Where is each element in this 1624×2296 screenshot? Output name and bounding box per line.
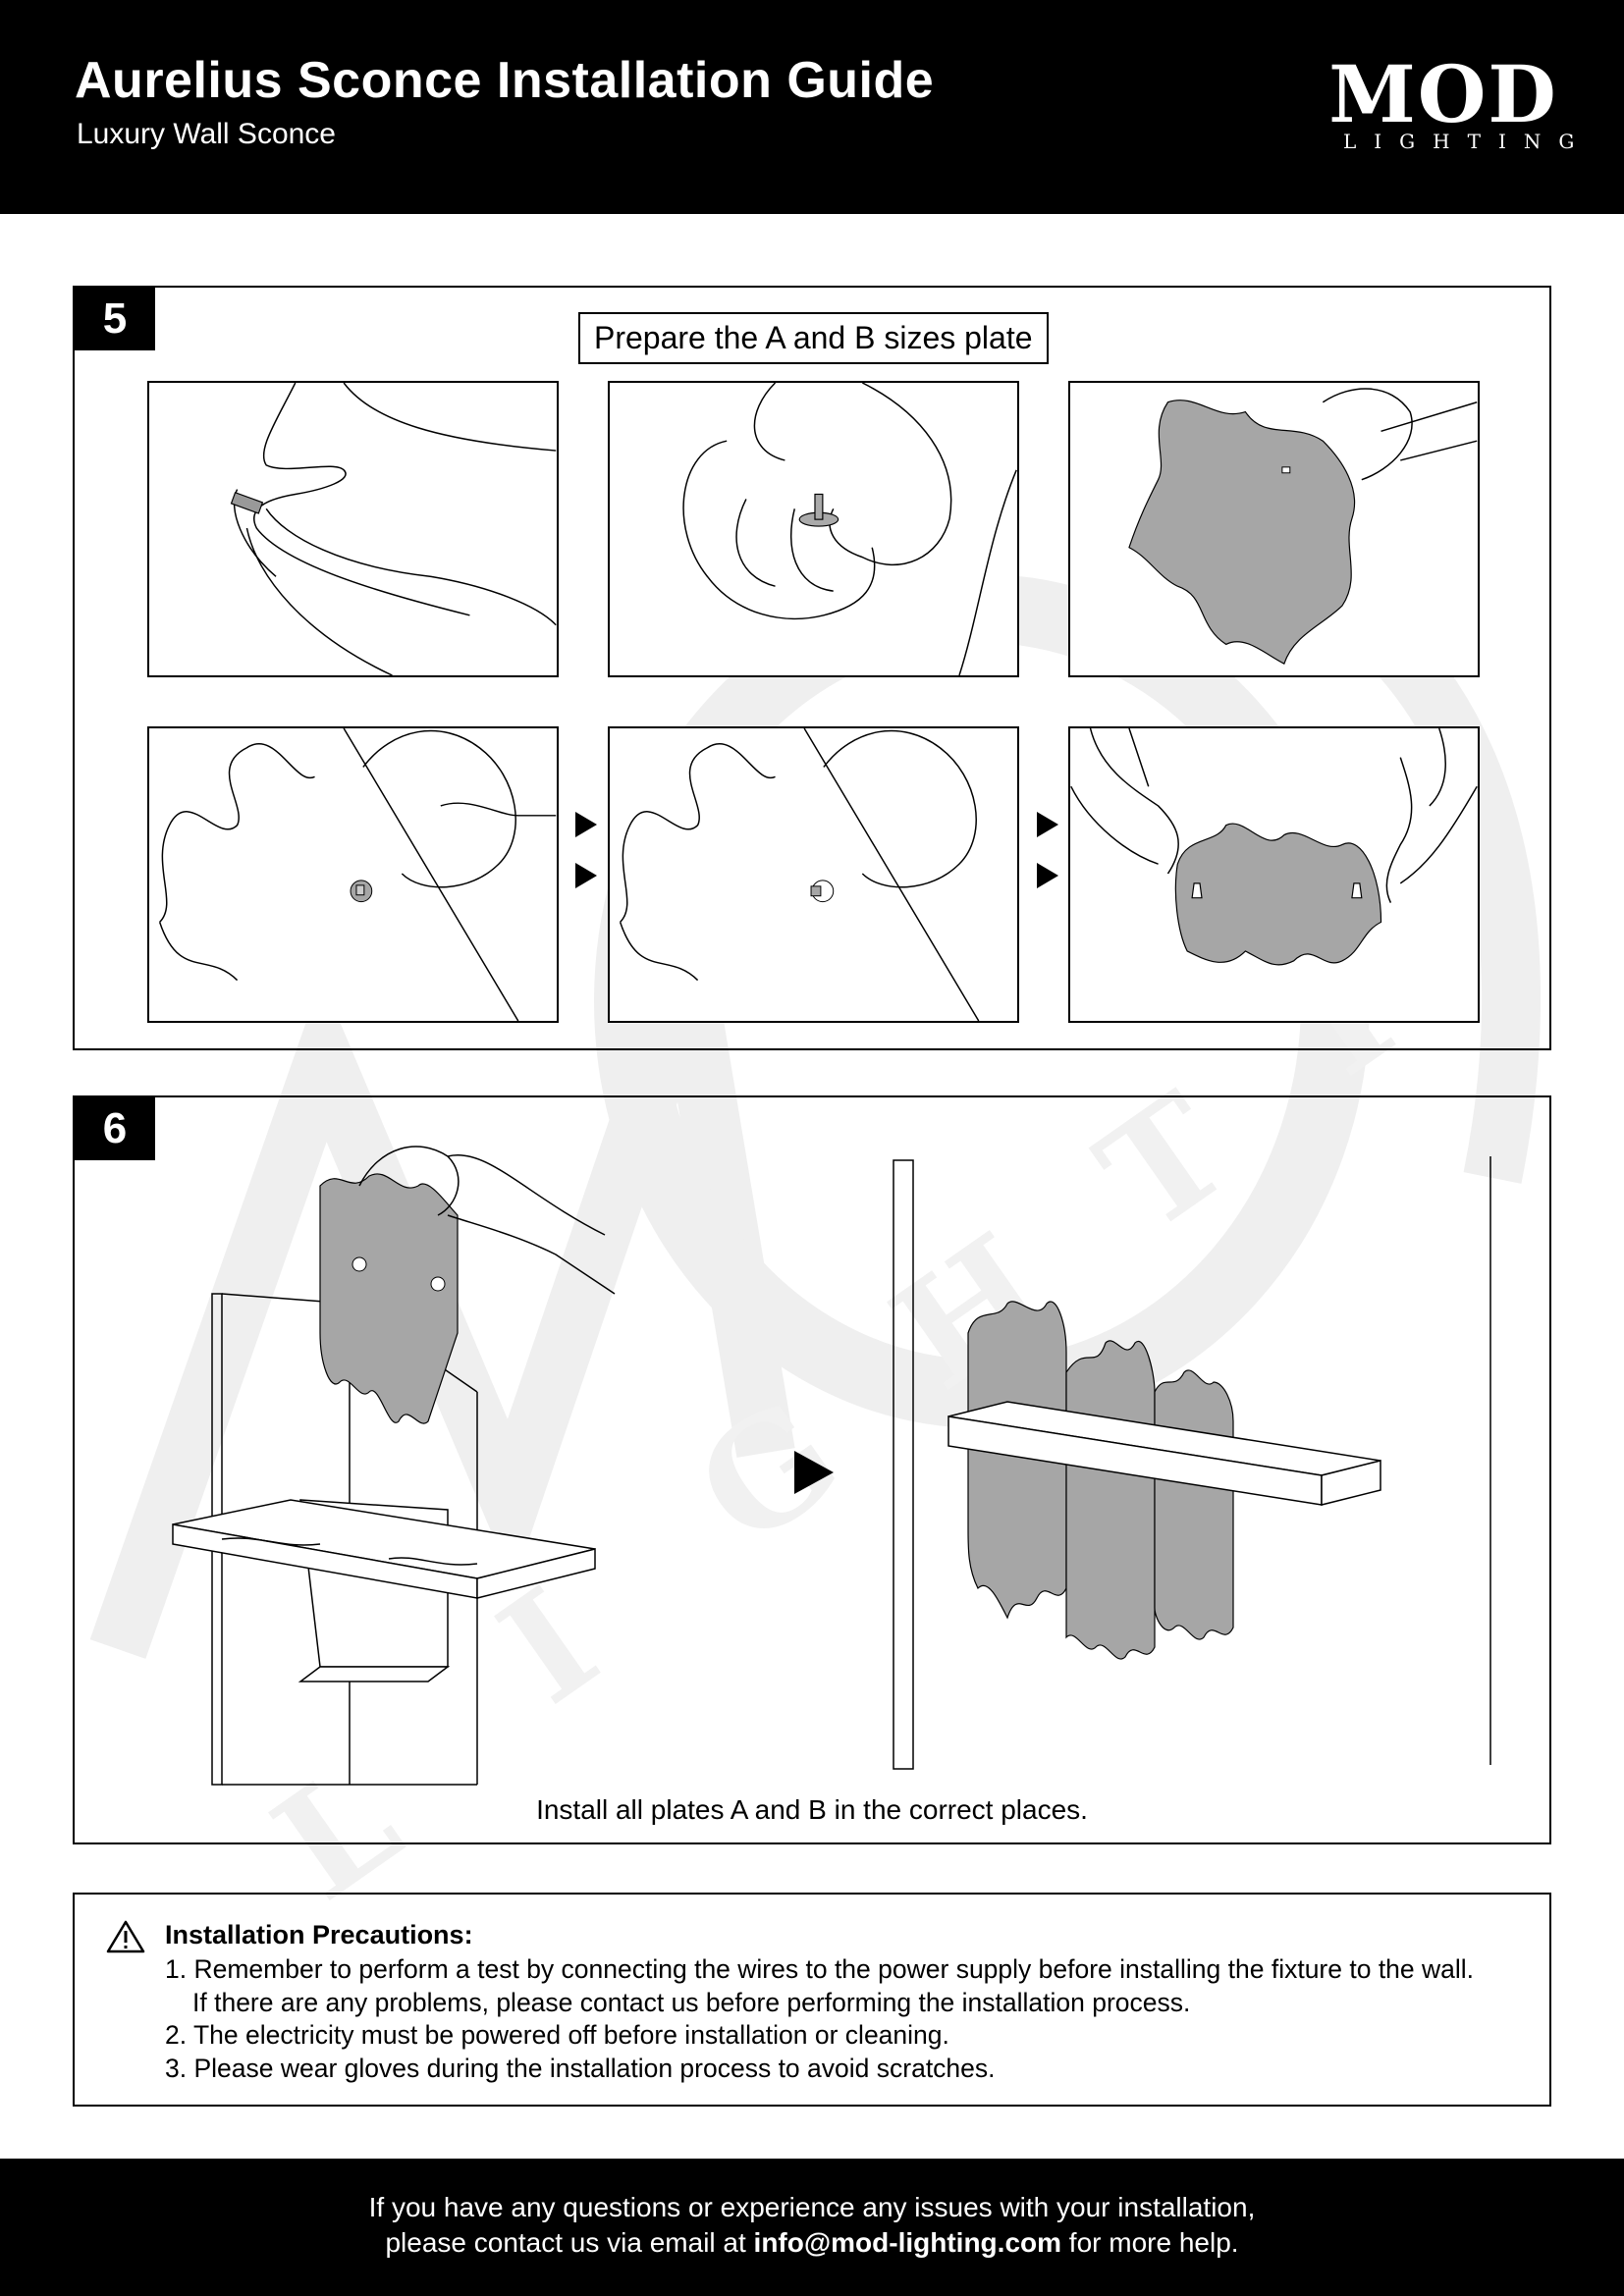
precautions-heading: Installation Precautions: [165, 1920, 473, 1949]
step-5-title: Prepare the A and B sizes plate [578, 312, 1049, 364]
step-6-number: 6 [75, 1097, 155, 1160]
step-5-number: 5 [75, 288, 155, 350]
arrow-right-icon [575, 812, 597, 837]
arrow-right-icon [1037, 812, 1058, 837]
precaution-item-1-continued: If there are any problems, please contac… [192, 1987, 1191, 2017]
support-email-link[interactable]: info@mod-lighting.com [753, 2227, 1062, 2258]
logo-mod-text: MOD [1328, 48, 1558, 140]
arrow-right-icon [1037, 863, 1058, 888]
step-5-panel: 5 Prepare the A and B sizes plate [73, 286, 1551, 1050]
arrow-right-icon [575, 863, 597, 888]
page-header: Aurelius Sconce Installation Guide Luxur… [0, 0, 1624, 214]
step-5-image-1 [147, 381, 559, 677]
step-5-image-2 [608, 381, 1019, 677]
step-5-image-4 [147, 726, 559, 1023]
precaution-item-1: 1. Remember to perform a test by connect… [165, 1954, 1475, 1984]
precautions-box: Installation Precautions: 1. Remember to… [73, 1893, 1551, 2107]
page-footer: If you have any questions or experience … [0, 2159, 1624, 2296]
sconce-plate-install-illustration [172, 1146, 616, 1786]
step-6-panel: 6 [73, 1095, 1551, 1844]
brand-logo: MOD LIGHTING [1326, 48, 1593, 153]
hands-tightening-screw-illustration [682, 383, 1017, 675]
step-5-image-6 [1068, 726, 1480, 1023]
step-6-caption: Install all plates A and B in the correc… [536, 1794, 1088, 1825]
arrow-right-icon [794, 1451, 834, 1494]
plate-with-screw-illustration [1128, 388, 1478, 665]
logo-lighting-text: LIGHTING [1343, 130, 1593, 153]
footer-text-post: for more help. [1061, 2227, 1239, 2258]
footer-line-1: If you have any questions or experience … [368, 2192, 1256, 2222]
footer-text-pre: please contact us via email at [385, 2227, 754, 2258]
page-title: Aurelius Sconce Installation Guide [75, 52, 935, 109]
plate-screw-installed-illustration [158, 728, 557, 1021]
hand-holding-screw-illustration [230, 383, 557, 675]
precaution-item-2: 2. The electricity must be powered off b… [165, 2020, 949, 2050]
page-subtitle: Luxury Wall Sconce [77, 118, 336, 150]
plate-screw-tightened-illustration [619, 728, 980, 1021]
hands-holding-plate-illustration [1070, 728, 1478, 966]
step-5-image-3 [1068, 381, 1480, 677]
sconce-completed-illustration [893, 1156, 1491, 1770]
step-5-image-5 [608, 726, 1019, 1023]
footer-line-2: please contact us via email at info@mod-… [0, 2227, 1624, 2259]
precaution-item-3: 3. Please wear gloves during the install… [165, 2053, 996, 2083]
precautions-list: 1. Remember to perform a test by connect… [165, 1953, 1474, 2085]
warning-icon [106, 1920, 145, 1953]
